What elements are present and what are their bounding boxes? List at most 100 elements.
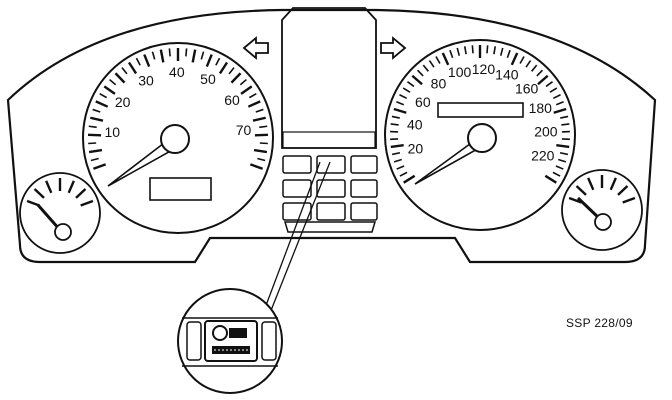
speedometer-tick xyxy=(493,46,497,55)
tachometer-label: 70 xyxy=(236,122,252,138)
speedometer-tick xyxy=(422,64,429,72)
small-gauge-tick xyxy=(609,177,617,191)
tachometer-tick xyxy=(121,67,128,75)
speedometer-tick xyxy=(393,158,402,163)
speedometer-label: 60 xyxy=(415,94,431,110)
tachometer-label: 50 xyxy=(200,71,216,87)
speedometer-tick xyxy=(463,46,467,55)
tachometer-tick xyxy=(114,72,126,84)
speedometer-label: 120 xyxy=(472,61,496,77)
warning-lamp-icon xyxy=(212,325,250,354)
tachometer-tick xyxy=(109,78,117,86)
speedometer-label: 140 xyxy=(495,67,519,83)
speedometer-tick xyxy=(393,107,407,114)
speedometer-tick xyxy=(506,49,511,58)
speedometer-tick xyxy=(435,56,441,64)
turn-signal-right-icon xyxy=(380,36,407,60)
tachometer-ticks xyxy=(88,48,268,170)
speedometer-tick xyxy=(556,143,570,149)
small-gauge-tick xyxy=(67,180,75,194)
tachometer-tick xyxy=(259,125,268,129)
small-gauge-right xyxy=(561,169,643,251)
speedometer-label: 20 xyxy=(408,141,424,157)
speedometer-tick xyxy=(428,60,435,68)
speedometer-tick xyxy=(391,151,401,156)
speedometer-tick xyxy=(519,56,525,64)
speedometer-tick xyxy=(399,171,408,177)
tachometer-tick xyxy=(151,51,156,60)
speedometer-label: 80 xyxy=(431,76,447,92)
speedometer-display xyxy=(437,102,524,118)
tachometer-tick xyxy=(99,92,108,99)
tachometer-tick xyxy=(127,61,138,75)
speedometer-tick xyxy=(560,115,569,119)
small-gauge-tick xyxy=(575,185,587,196)
speedometer-tick xyxy=(499,47,504,56)
tachometer-hub xyxy=(160,124,190,154)
tachometer-tick xyxy=(252,116,266,122)
tachometer-tick xyxy=(205,54,213,68)
tachometer-tick xyxy=(90,157,99,162)
speedometer-tick xyxy=(561,123,570,126)
tachometer-tick xyxy=(159,49,165,63)
speedometer-tick xyxy=(402,87,411,93)
speedometer-tick xyxy=(403,174,416,184)
speedometer-tick xyxy=(525,60,532,68)
speedometer-tick xyxy=(531,64,538,72)
tachometer-label: 20 xyxy=(115,94,131,110)
tachometer-tick xyxy=(218,61,229,75)
speedometer-tick xyxy=(390,123,399,126)
small-gauge-tick xyxy=(45,180,53,194)
tachometer-tick xyxy=(228,67,235,75)
small-gauge-tick xyxy=(617,185,629,196)
tachometer-tick xyxy=(92,108,101,113)
speedometer-tick xyxy=(510,52,519,66)
tachometer-tick xyxy=(93,163,107,170)
speedometer-tick xyxy=(399,94,408,100)
tachometer-label: 40 xyxy=(169,64,185,80)
tachometer-tick xyxy=(247,100,261,108)
speedometer-tick xyxy=(416,69,424,77)
tachometer-tick xyxy=(168,48,171,57)
speedometer-tick xyxy=(537,74,549,86)
speedometer-label: 200 xyxy=(534,124,558,140)
tachometer-tick xyxy=(200,51,205,60)
speedometer-tick xyxy=(396,101,405,106)
cluster-housing xyxy=(6,8,657,264)
tachometer-tick xyxy=(103,85,116,95)
speedometer-tick xyxy=(552,171,561,177)
speedometer-tick xyxy=(391,115,400,119)
figure-caption: SSP 228/09 xyxy=(566,316,633,330)
tachometer-tick xyxy=(249,163,263,170)
small-gauge-tick xyxy=(568,196,582,204)
magnified-detail xyxy=(177,288,283,394)
speedometer-tick xyxy=(407,81,415,88)
speedometer-tick xyxy=(555,101,564,106)
speedometer-tick xyxy=(441,52,450,66)
speedometer-tick xyxy=(553,107,567,114)
small-gauge-tick xyxy=(622,196,636,204)
tachometer-tick xyxy=(215,57,221,66)
small-gauge-tick xyxy=(80,199,94,207)
small-gauge-tick xyxy=(587,177,595,191)
speedometer-tick xyxy=(555,165,564,170)
central-display xyxy=(281,7,377,149)
speedometer-tick xyxy=(486,45,489,54)
tachometer-label: 10 xyxy=(104,124,120,140)
speedometer-tick xyxy=(411,74,423,86)
speedometer-label: 180 xyxy=(529,100,553,116)
leader-lines xyxy=(261,161,331,319)
tachometer-tick xyxy=(240,85,253,95)
speedometer-tick xyxy=(549,87,558,93)
speedometer-tick xyxy=(558,158,567,163)
speedometer-tick xyxy=(544,174,557,184)
speedometer-label: 220 xyxy=(531,147,555,163)
tachometer-tick xyxy=(257,157,266,162)
tachometer-tick xyxy=(230,72,242,84)
tachometer-tick xyxy=(253,148,268,154)
tachometer-tick xyxy=(90,116,104,122)
speedometer-tick xyxy=(559,151,569,156)
